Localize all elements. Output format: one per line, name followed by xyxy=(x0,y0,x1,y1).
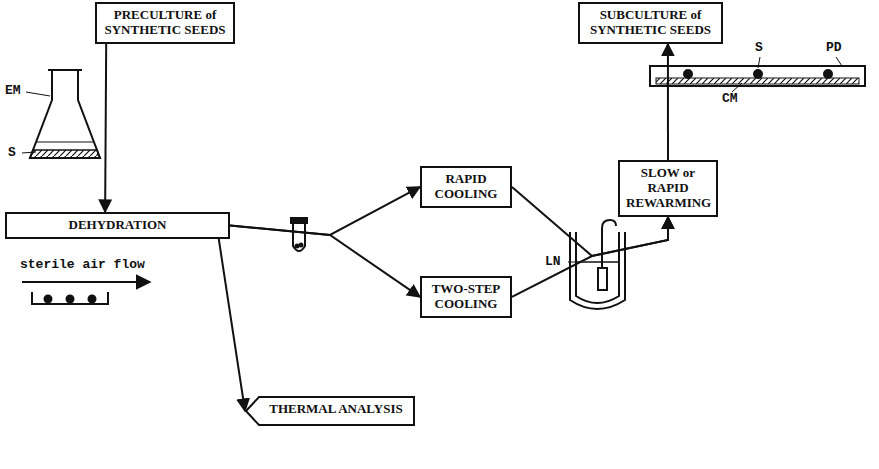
process-box: SLOW or RAPID REWARMING xyxy=(618,160,718,217)
node-text: SLOW or RAPID REWARMING xyxy=(626,166,710,211)
part-label: EM xyxy=(5,83,21,98)
flow-arrow xyxy=(512,217,668,297)
leader-line xyxy=(758,57,760,68)
process-box: TWO-STEP COOLING xyxy=(420,276,512,318)
node-text: SUBCULTURE of SYNTHETIC SEEDS xyxy=(586,8,715,38)
flow-arrow xyxy=(230,225,420,296)
leader-line xyxy=(26,92,50,96)
process-box: DEHYDRATION xyxy=(5,212,230,239)
process-box: RAPID COOLING xyxy=(420,166,512,208)
analysis-arrow-box: THERMAL ANALYSIS xyxy=(245,396,415,426)
arrow-box-outline xyxy=(246,397,414,425)
part-label: S xyxy=(755,40,763,55)
air-flow-arrow xyxy=(22,281,150,283)
test-tube xyxy=(291,218,307,251)
node-text: RAPID COOLING xyxy=(428,172,504,202)
node-text: THERMAL ANALYSIS xyxy=(265,402,407,417)
airflow-label: sterile air flow xyxy=(20,257,145,272)
node-text: DEHYDRATION xyxy=(13,218,222,233)
part-label: CM xyxy=(722,91,738,106)
dewar xyxy=(570,220,625,309)
leader-line xyxy=(836,57,842,66)
flow-arrow xyxy=(219,239,245,411)
tray xyxy=(32,292,108,304)
process-box: PRECULTURE of SYNTHETIC SEEDS xyxy=(95,2,235,44)
part-label: S xyxy=(8,145,16,160)
flow-arrow xyxy=(105,44,106,212)
process-box: SUBCULTURE of SYNTHETIC SEEDS xyxy=(578,2,723,44)
node-text: TWO-STEP COOLING xyxy=(428,282,504,312)
flow-arrow xyxy=(667,44,669,160)
part-label: LN xyxy=(545,254,561,269)
flask xyxy=(30,70,100,158)
leader-line xyxy=(732,83,742,92)
node-text: PRECULTURE of SYNTHETIC SEEDS xyxy=(103,8,227,38)
leader-line xyxy=(568,262,575,263)
part-label: PD xyxy=(826,40,842,55)
leader-line xyxy=(22,152,36,153)
petri-dish xyxy=(650,66,865,86)
